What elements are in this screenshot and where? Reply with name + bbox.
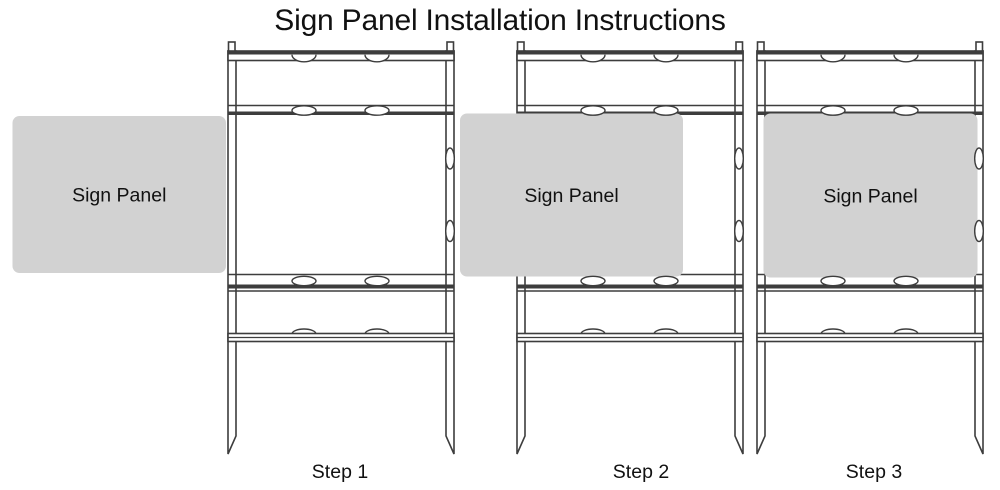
crimp-oval-icon: [820, 105, 846, 116]
right-post: [734, 50, 744, 455]
crimp-oval-icon: [820, 275, 846, 287]
sign-panel-label-2: Sign Panel: [524, 185, 618, 207]
top-rail-band: [517, 51, 743, 55]
step-label-3: Step 3: [845, 461, 903, 483]
crimp-oval-icon: [893, 275, 919, 287]
upper-channel-band: [228, 111, 454, 115]
step-label-2: Step 2: [612, 461, 670, 483]
left-post: [227, 50, 237, 455]
rivet-icon: [653, 54, 679, 63]
lower-channel-band: [757, 284, 983, 289]
step-label-1: Step 1: [311, 461, 369, 483]
sign-panel-step-1: Sign Panel: [12, 116, 226, 273]
upper-channel-band: [517, 111, 743, 115]
crimp-oval-icon: [580, 275, 606, 287]
post-crimp-icon: [445, 219, 456, 243]
lower-channel-band: [228, 284, 454, 289]
post-crimp-icon: [734, 219, 745, 243]
post-crimp-icon: [734, 147, 745, 170]
top-rail-band: [228, 51, 454, 55]
crimp-oval-icon: [653, 275, 679, 287]
sign-panel-label-1: Sign Panel: [72, 185, 166, 207]
sign-panel-rect: [763, 113, 978, 278]
crimp-oval-icon: [580, 105, 606, 116]
sign-panel-step-3: Sign Panel: [763, 113, 978, 278]
post-crimp-icon: [445, 147, 456, 170]
right-post: [445, 50, 455, 455]
rivet-icon: [893, 54, 919, 63]
rivet-icon: [364, 54, 390, 63]
rivet-icon: [580, 54, 606, 63]
top-rail-band: [757, 51, 983, 55]
crimp-oval-icon: [364, 105, 390, 116]
rivet-icon: [820, 54, 846, 63]
sign-panel-rect: [12, 116, 226, 273]
sign-panel-rect: [460, 113, 683, 277]
sign-panel-label-3: Sign Panel: [823, 186, 917, 208]
post-crimp-icon: [974, 219, 985, 243]
page-title: Sign Panel Installation Instructions: [274, 4, 726, 37]
crimp-oval-icon: [364, 275, 390, 287]
frame-overlay-step-1: [291, 105, 456, 287]
sign-panel-step-2: Sign Panel: [460, 113, 683, 277]
frame-overlay-step-2: [580, 105, 745, 287]
upper-channel-band: [757, 111, 983, 115]
frame-overlay-step-3: [820, 105, 985, 287]
crimp-oval-icon: [291, 275, 317, 287]
crimp-oval-icon: [893, 105, 919, 116]
crimp-oval-icon: [653, 105, 679, 116]
crimp-oval-icon: [291, 105, 317, 116]
lower-channel-band: [517, 284, 743, 289]
rivet-icon: [291, 54, 317, 63]
frame-step-1: [227, 41, 455, 455]
post-crimp-icon: [974, 147, 985, 170]
